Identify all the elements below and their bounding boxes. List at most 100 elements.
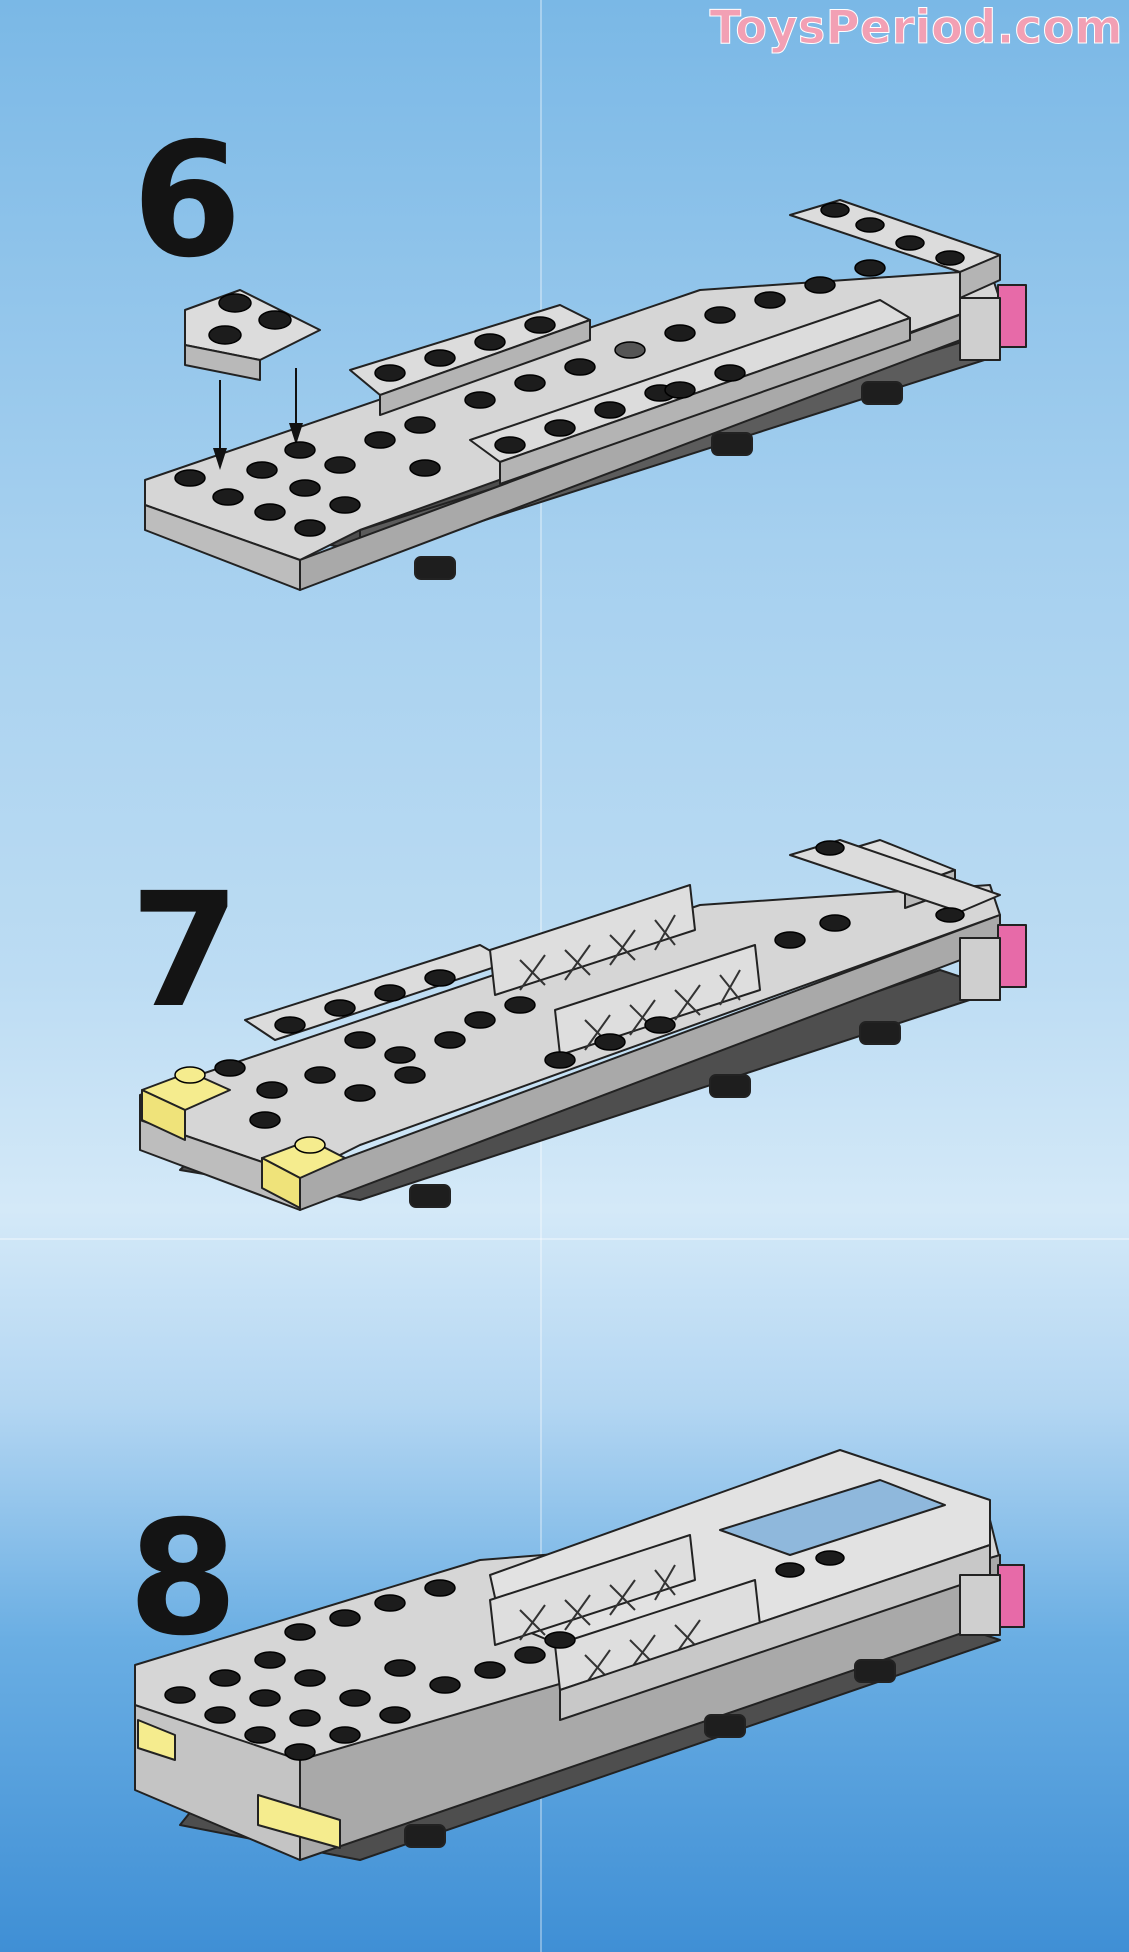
stud xyxy=(244,1726,276,1744)
stud xyxy=(344,1084,376,1102)
stud xyxy=(815,1550,845,1566)
step-6-model xyxy=(144,199,1027,591)
stud xyxy=(594,401,626,419)
stud xyxy=(424,969,456,987)
stud xyxy=(294,519,326,537)
wheel-axle xyxy=(859,1021,901,1045)
lattice-pattern xyxy=(584,969,741,1051)
stud xyxy=(514,1646,546,1664)
stud xyxy=(324,999,356,1017)
wheel-axle xyxy=(861,381,903,405)
rear-block xyxy=(959,937,1001,1001)
stud xyxy=(374,984,406,1002)
stud xyxy=(644,1016,676,1034)
stud xyxy=(384,1046,416,1064)
stud xyxy=(820,202,850,218)
wheel-axle xyxy=(704,1714,746,1738)
stud xyxy=(855,217,885,233)
stud xyxy=(329,496,361,514)
step-number-6: 6 xyxy=(132,109,242,293)
lattice-fence-back xyxy=(489,884,696,996)
stud xyxy=(329,1609,361,1627)
stud xyxy=(429,1676,461,1694)
stud xyxy=(544,1631,576,1649)
lattice-fence-front xyxy=(554,944,761,1056)
rear-block xyxy=(959,1574,1001,1636)
wheel-axle xyxy=(414,556,456,580)
stud xyxy=(564,358,596,376)
rear-pink-light xyxy=(997,284,1027,348)
stud xyxy=(214,1059,246,1077)
stud xyxy=(174,1066,206,1084)
stud xyxy=(594,1033,626,1051)
stud xyxy=(935,250,965,266)
stud xyxy=(218,293,252,313)
rear-pink-light xyxy=(997,1564,1025,1628)
stud xyxy=(704,306,736,324)
stud xyxy=(514,374,546,392)
arrow-head-left xyxy=(213,448,227,470)
stud xyxy=(344,1031,376,1049)
yellow-side-insert xyxy=(257,1794,341,1849)
lattice-pattern xyxy=(584,1619,701,1686)
stud xyxy=(174,469,206,487)
stud xyxy=(246,461,278,479)
stud xyxy=(374,1594,406,1612)
stud xyxy=(304,1066,336,1084)
stud xyxy=(474,1661,506,1679)
lattice-fence-back xyxy=(489,1534,696,1646)
stud xyxy=(935,907,965,923)
stud xyxy=(254,503,286,521)
stud xyxy=(254,1651,286,1669)
stud xyxy=(339,1689,371,1707)
step-8-model xyxy=(134,1449,1025,1861)
stud xyxy=(804,276,836,294)
rear-pink-light xyxy=(997,924,1027,988)
center-plate-edge xyxy=(499,317,911,485)
stud xyxy=(394,1066,426,1084)
stud xyxy=(249,1111,281,1129)
stud xyxy=(434,1031,466,1049)
yellow-corner-front xyxy=(261,1157,301,1209)
stud xyxy=(544,1051,576,1069)
lattice-pattern xyxy=(519,914,676,991)
stud xyxy=(284,1743,316,1761)
watermark-text: ToysPeriod.com xyxy=(709,0,1123,55)
stud xyxy=(284,1623,316,1641)
stud xyxy=(664,381,696,399)
stud xyxy=(324,456,356,474)
stud xyxy=(212,488,244,506)
stud xyxy=(289,1709,321,1727)
stud xyxy=(329,1726,361,1744)
roof-opening xyxy=(719,1479,946,1556)
stud xyxy=(494,436,526,454)
yellow-corner-front xyxy=(141,1089,186,1141)
wheel-axle xyxy=(709,1074,751,1098)
stud xyxy=(854,259,886,277)
stud xyxy=(614,341,646,359)
arrow-head-right xyxy=(289,423,303,445)
stud xyxy=(815,840,845,856)
stud xyxy=(294,1136,326,1154)
stud xyxy=(209,1669,241,1687)
stud xyxy=(504,996,536,1014)
stud xyxy=(289,479,321,497)
stud xyxy=(249,1689,281,1707)
wheel-axle xyxy=(711,432,753,456)
yellow-side-insert xyxy=(137,1719,176,1761)
stud xyxy=(294,1669,326,1687)
stud xyxy=(258,310,292,330)
stud xyxy=(714,364,746,382)
stud xyxy=(384,1659,416,1677)
left-raised-plate-edge xyxy=(379,319,591,416)
lattice-pattern xyxy=(519,1564,676,1641)
stud xyxy=(474,333,506,351)
step-7-model xyxy=(139,839,1027,1211)
rear-block xyxy=(959,297,1001,361)
stud xyxy=(424,1579,456,1597)
wheel-axle xyxy=(854,1659,896,1683)
stud xyxy=(895,235,925,251)
stud xyxy=(774,931,806,949)
stud xyxy=(819,914,851,932)
